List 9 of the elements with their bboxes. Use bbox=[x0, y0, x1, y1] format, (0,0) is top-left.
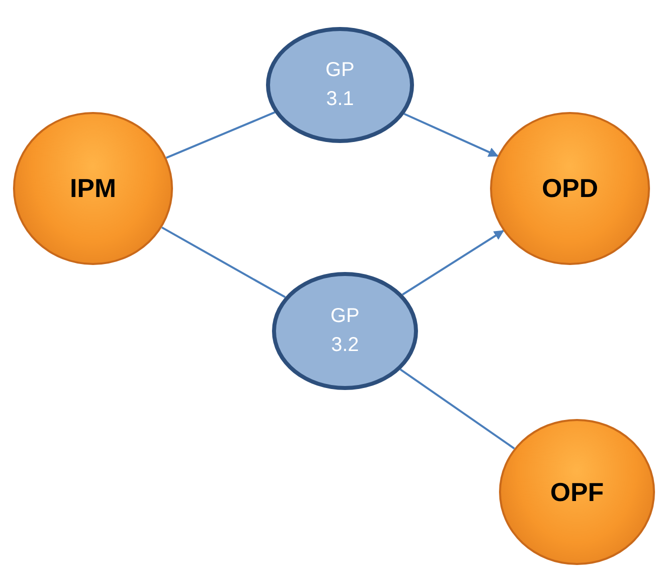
node-label: GP 3.1 bbox=[324, 58, 356, 112]
connector-line bbox=[161, 226, 286, 298]
node-label: IPM bbox=[70, 173, 116, 204]
arrow bbox=[404, 112, 499, 157]
node-label: GP 3.2 bbox=[330, 304, 360, 358]
node-label: OPD bbox=[542, 173, 598, 204]
node-label: OPF bbox=[550, 476, 604, 508]
connector-line bbox=[166, 111, 276, 159]
arrow bbox=[402, 230, 504, 296]
